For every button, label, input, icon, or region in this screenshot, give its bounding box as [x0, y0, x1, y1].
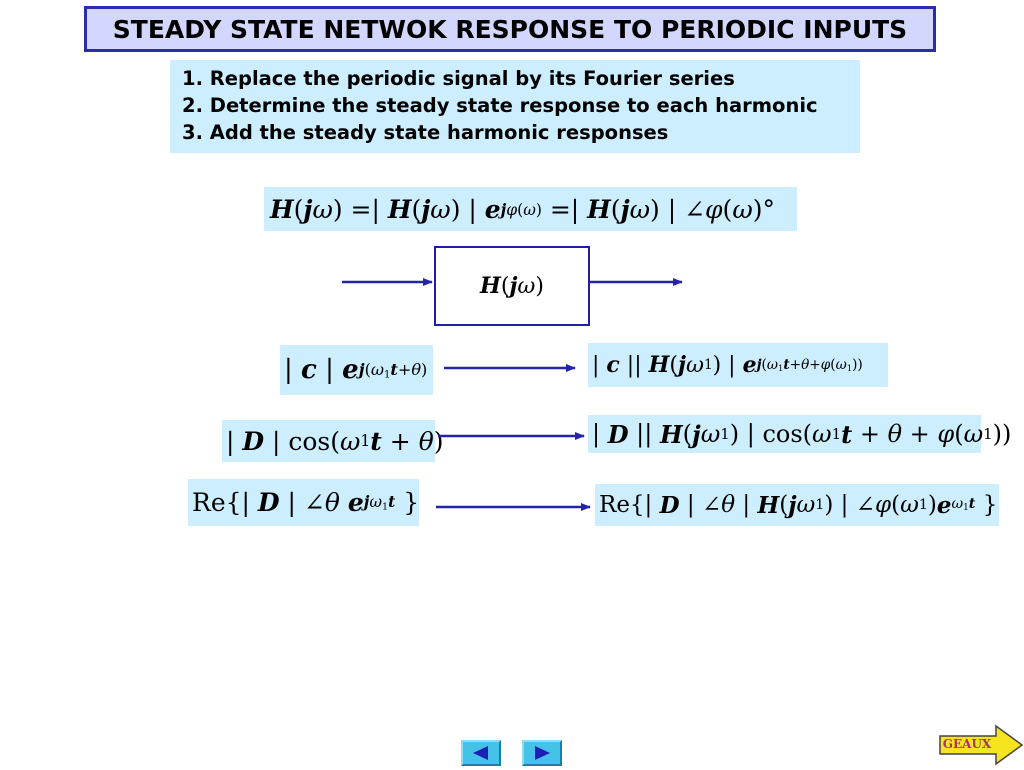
- arrow-shape-icon: [939, 724, 1024, 766]
- slide-title: STEADY STATE NETWOK RESPONSE TO PERIODIC…: [84, 6, 936, 52]
- steps-list: 1. Replace the periodic signal by its Fo…: [170, 60, 860, 153]
- step-3: 3. Add the steady state harmonic respons…: [182, 121, 669, 144]
- left-triangle-icon: [473, 746, 488, 760]
- step-2: 2. Determine the steady state response t…: [182, 94, 818, 117]
- next-slide-button[interactable]: [522, 740, 562, 766]
- geaux-label: GEAUX: [942, 737, 992, 751]
- system-block-label: H(jω): [480, 273, 544, 299]
- geaux-button[interactable]: GEAUX: [938, 724, 1024, 770]
- system-block: H(jω): [434, 246, 590, 326]
- previous-slide-button[interactable]: [461, 740, 501, 766]
- right-triangle-icon: [535, 746, 550, 760]
- step-1: 1. Replace the periodic signal by its Fo…: [182, 67, 735, 90]
